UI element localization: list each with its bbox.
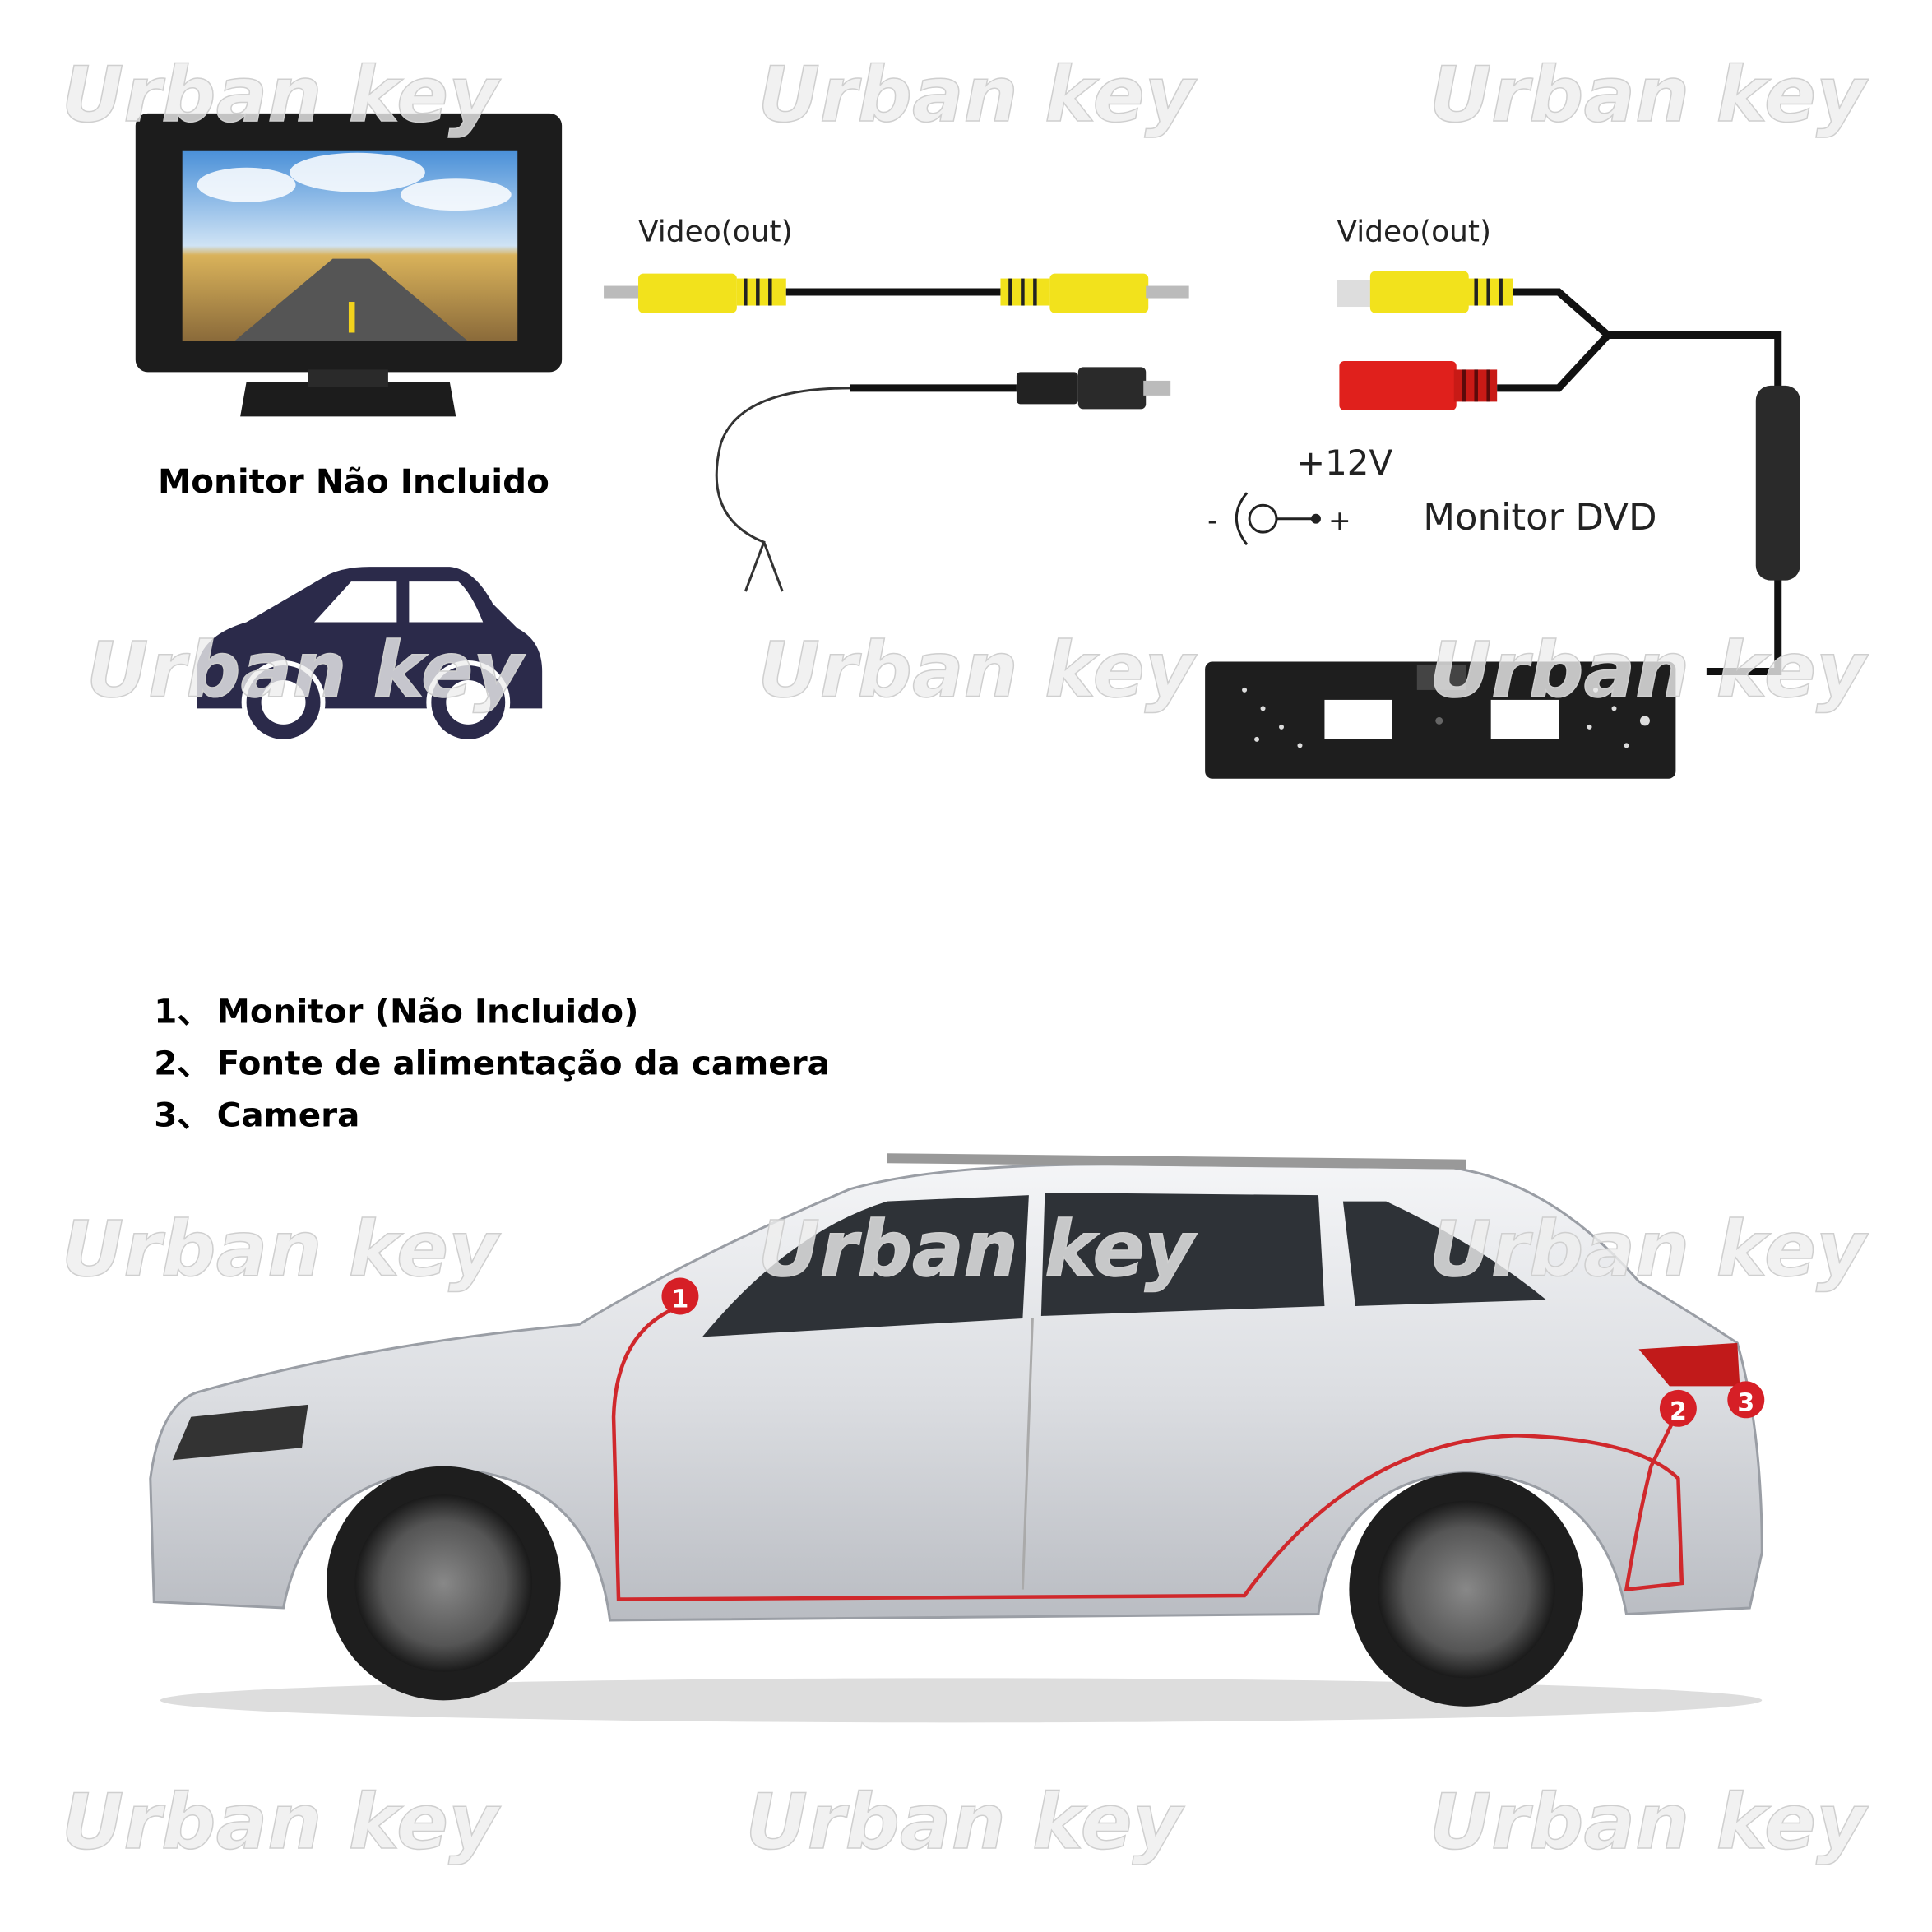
video-extension-cable: Video(out)	[604, 215, 1189, 592]
watermark: Urban key	[1429, 1205, 1869, 1294]
car-icon	[197, 567, 543, 744]
markers: 1 2 3	[661, 1277, 1765, 1427]
legend-text: Monitor (Não Incluido)	[217, 991, 639, 1031]
watermark: Urban key	[86, 625, 526, 714]
marker-1: 1	[672, 1285, 689, 1313]
voltage-label: +12V	[1296, 442, 1393, 483]
legend-number: 3、	[154, 1095, 211, 1134]
watermarks: Urban key Urban key Urban key Urban key …	[61, 49, 1869, 1867]
marker-2: 2	[1670, 1397, 1687, 1426]
monitor-caption: Monitor Não Incluido	[158, 461, 549, 501]
legend-number: 1、	[154, 991, 211, 1031]
power-jack-icon	[1235, 492, 1321, 546]
watermark: Urban key	[758, 1205, 1197, 1294]
watermark: Urban key	[1429, 50, 1869, 139]
power-plus: +	[1328, 504, 1351, 536]
watermark: Urban key	[758, 625, 1197, 714]
watermark: Urban key	[62, 1205, 501, 1294]
car-side-view	[149, 1153, 1763, 1723]
monitor-image	[135, 113, 563, 417]
power-minus: -	[1207, 504, 1217, 536]
watermark: Urban key	[758, 50, 1197, 139]
watermark: Urban key	[745, 1777, 1184, 1866]
legend-text: Fonte de alimentação da camera	[217, 1043, 830, 1082]
legend-number: 2、	[154, 1043, 211, 1082]
monitor-dvd-label: Monitor DVD	[1423, 495, 1656, 539]
video-out-label-right: Video(out)	[1337, 215, 1491, 249]
legend: 1、 Monitor (Não Incluido) 2、 Fonte de al…	[154, 991, 830, 1134]
watermark: Urban key	[1429, 625, 1869, 714]
legend-text: Camera	[217, 1095, 360, 1134]
marker-3: 3	[1737, 1388, 1754, 1417]
watermark: Urban key	[1429, 1777, 1869, 1866]
video-out-label-left: Video(out)	[638, 215, 793, 249]
watermark: Urban key	[62, 50, 501, 139]
license-plate-camera	[1205, 661, 1676, 779]
wiring-route	[611, 1304, 1684, 1601]
camera-cable: Video(out) +12V - + Monitor DVD	[1207, 215, 1800, 675]
watermark: Urban key	[62, 1777, 501, 1866]
